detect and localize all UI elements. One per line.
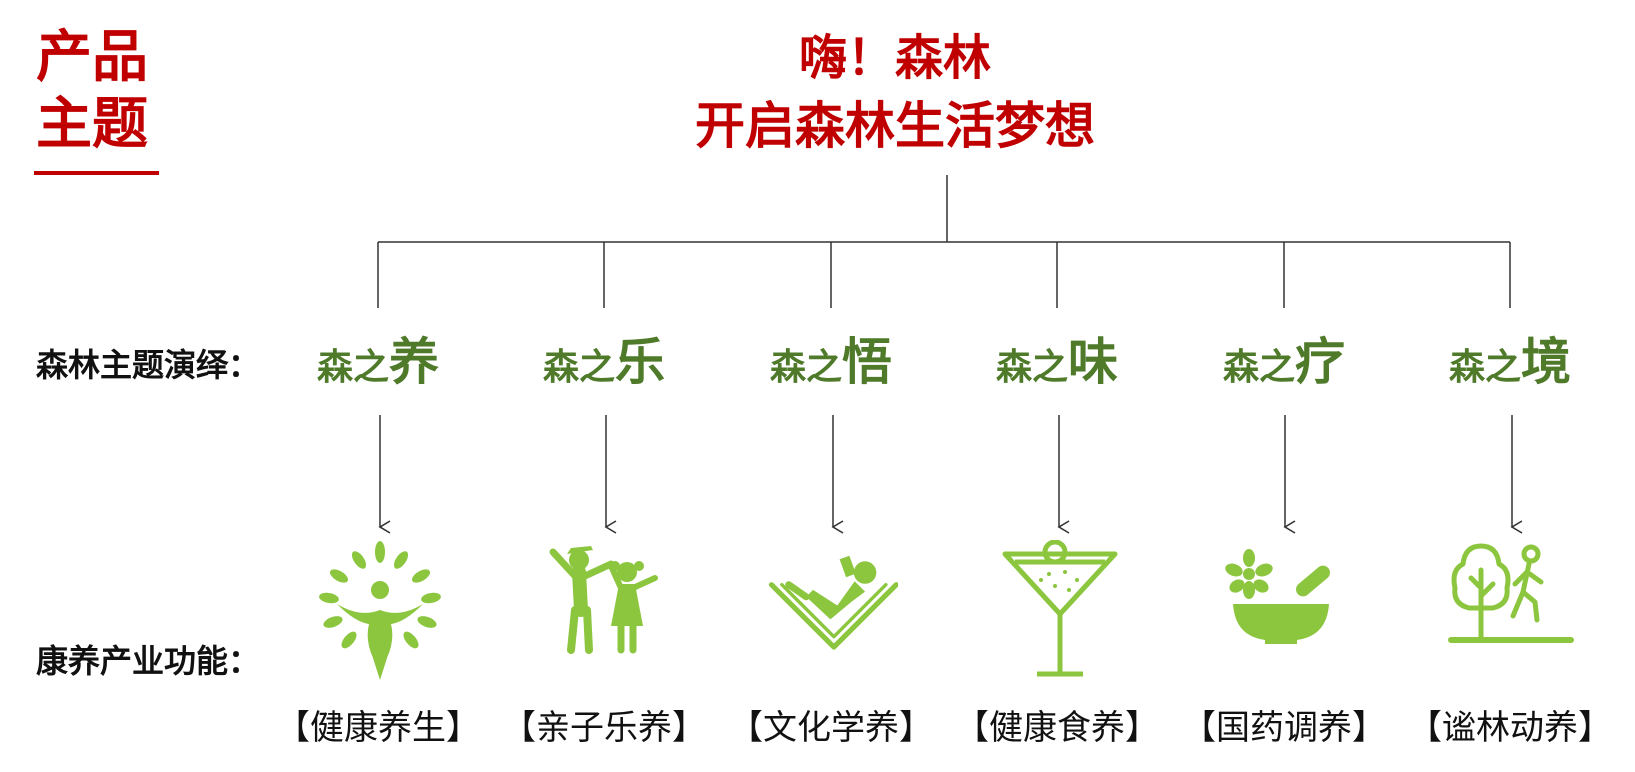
theme-char: 境 xyxy=(1521,333,1571,391)
function-label-1: 【健康养生】 xyxy=(276,708,480,748)
function-label-6: 【谧林动养】 xyxy=(1408,708,1612,748)
function-label-5: 【国药调养】 xyxy=(1182,708,1386,748)
theme-name-5: 森之疗 xyxy=(1184,322,1384,394)
side-title-underline xyxy=(34,171,159,175)
tree-woman-icon xyxy=(319,541,441,680)
function-label-2: 【亲子乐养】 xyxy=(502,708,706,748)
theme-name-4: 森之味 xyxy=(957,322,1157,394)
function-label-4: 【健康食养】 xyxy=(955,708,1159,748)
cocktail-glass-icon xyxy=(1002,540,1118,677)
theme-prefix: 森之 xyxy=(995,347,1068,388)
theme-name-6: 森之境 xyxy=(1410,322,1610,394)
theme-char: 养 xyxy=(389,333,439,391)
parent-child-icon xyxy=(549,546,658,654)
theme-char: 乐 xyxy=(615,333,665,391)
theme-name-1: 森之养 xyxy=(278,322,478,394)
theme-prefix: 森之 xyxy=(316,347,389,388)
main-title-line1: 嗨！森林 xyxy=(798,30,991,86)
theme-prefix: 森之 xyxy=(1222,347,1295,388)
function-label-3: 【文化学养】 xyxy=(729,708,933,748)
side-title-line2: 主题 xyxy=(36,92,148,157)
reading-person-icon xyxy=(768,555,898,650)
theme-prefix: 森之 xyxy=(769,347,842,388)
theme-char: 疗 xyxy=(1295,333,1345,391)
tree-walker-icon xyxy=(1448,543,1574,643)
theme-char: 味 xyxy=(1068,333,1118,391)
theme-char: 悟 xyxy=(842,333,892,391)
function-row-label: 康养产业功能： xyxy=(36,642,261,680)
theme-row-label: 森林主题演绎： xyxy=(36,346,261,384)
herb-mortar-icon xyxy=(1225,549,1330,644)
theme-prefix: 森之 xyxy=(542,347,615,388)
theme-prefix: 森之 xyxy=(1448,347,1521,388)
main-title-line2: 开启森林生活梦想 xyxy=(695,97,1095,155)
theme-name-2: 森之乐 xyxy=(504,322,704,394)
side-title-line1: 产品 xyxy=(36,25,148,90)
theme-name-3: 森之悟 xyxy=(731,322,931,394)
